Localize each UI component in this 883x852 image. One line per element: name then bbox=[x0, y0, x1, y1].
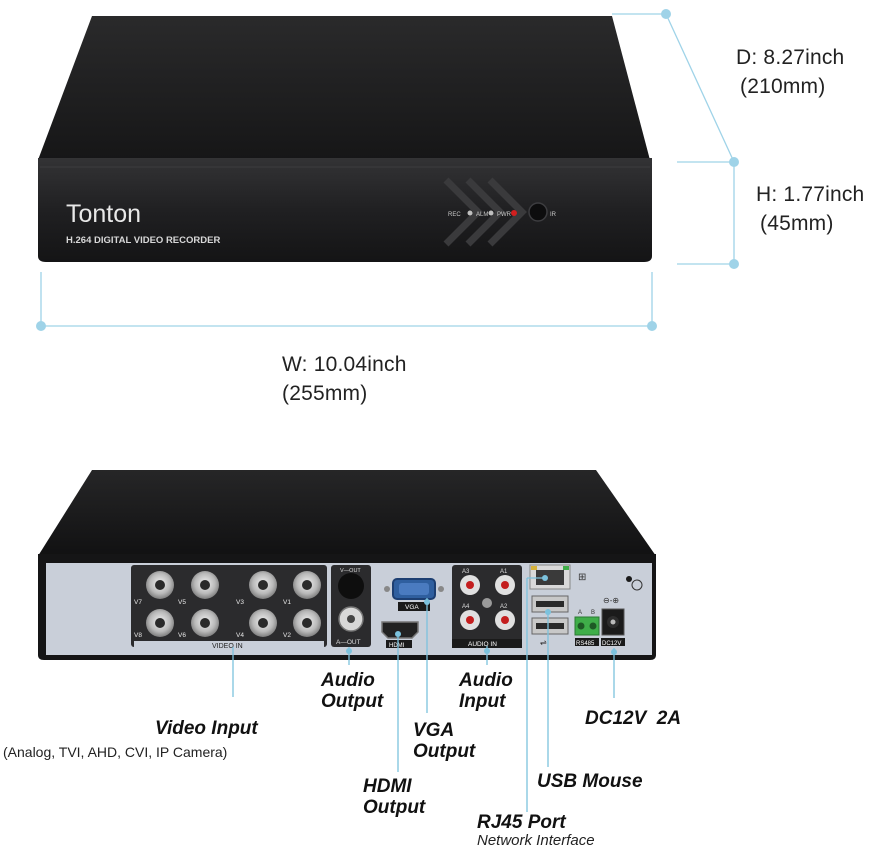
callout-usb-mouse: USB Mouse bbox=[537, 771, 643, 792]
height-label: H: 1.77inch (45mm) bbox=[756, 183, 865, 235]
video-in-label: VIDEO IN bbox=[212, 643, 243, 650]
rear-top-surface bbox=[38, 470, 656, 556]
front-brand: Tonton bbox=[66, 200, 141, 228]
rs485-label: RS485 bbox=[576, 641, 595, 647]
ch-label-v4: V4 bbox=[236, 632, 244, 639]
vga-label: VGA bbox=[405, 604, 419, 611]
pwr-led bbox=[511, 210, 517, 216]
width-label: W: 10.04inch (255mm) bbox=[282, 353, 407, 405]
aout-label: A—OUT bbox=[336, 639, 361, 646]
hdmi-label: HDMI bbox=[389, 643, 405, 649]
dimension-lines bbox=[36, 9, 739, 331]
callout-video-input-sub: (Analog, TVI, AHD, CVI, IP Camera) bbox=[3, 744, 228, 760]
front-model: H.264 DIGITAL VIDEO RECORDER bbox=[66, 235, 220, 246]
ch-label-v1: V1 bbox=[283, 599, 291, 606]
ground-screw bbox=[626, 576, 632, 582]
ach-label-a1: A1 bbox=[500, 569, 508, 575]
rec-label: REC bbox=[448, 212, 461, 218]
ir-label: IR bbox=[550, 212, 557, 218]
alm-label: ALM bbox=[476, 212, 488, 218]
ir-sensor bbox=[528, 202, 548, 222]
ch-label-v3: V3 bbox=[236, 599, 244, 606]
callout-audio-input: Audio Input bbox=[459, 670, 513, 712]
rs485-b-label: B bbox=[591, 610, 595, 616]
rs485-terminal bbox=[574, 616, 600, 636]
front-top-surface bbox=[38, 16, 650, 160]
depth-label: D: 8.27inch (210mm) bbox=[736, 46, 845, 98]
ch-label-v6: V6 bbox=[178, 632, 186, 639]
callout-vga-output: VGA Output bbox=[413, 720, 476, 762]
network-icon: ⊞ bbox=[578, 572, 586, 583]
callout-audio-output: Audio Output bbox=[321, 670, 384, 712]
callout-hdmi-output: HDMI Output bbox=[363, 776, 426, 818]
ach-label-a3: A3 bbox=[462, 569, 470, 575]
pwr-label: PWR bbox=[497, 212, 512, 218]
callout-rj45-sub: Network Interface bbox=[477, 832, 595, 849]
video-in-block bbox=[131, 565, 327, 647]
hdmi-port bbox=[381, 621, 419, 639]
rs485-a-label: A bbox=[578, 610, 582, 616]
dvr-front-image: Tonton H.264 DIGITAL VIDEO RECORDER REC … bbox=[36, 9, 739, 331]
rec-led bbox=[467, 210, 473, 216]
dvr-rear-image: V7 V5 V3 V1 V8 V6 V4 V2 VIDEO IN V—OUT A… bbox=[38, 470, 656, 812]
callout-rj45: RJ45 Port bbox=[477, 812, 566, 833]
alm-led bbox=[488, 210, 494, 216]
ch-label-v5: V5 bbox=[178, 599, 186, 606]
ach-label-a4: A4 bbox=[462, 604, 470, 610]
callout-lines bbox=[232, 575, 617, 812]
front-chevron-decor bbox=[443, 177, 483, 247]
dc12v-label: DC12V bbox=[602, 641, 621, 647]
vout-label: V—OUT bbox=[340, 568, 361, 574]
callout-dc: DC12V 2A bbox=[585, 708, 682, 729]
dc-polarity-icon: ⊖-⊕ bbox=[603, 596, 619, 605]
audio-in-label: AUDIO IN bbox=[468, 641, 497, 648]
ch-label-v2: V2 bbox=[283, 632, 291, 639]
callout-video-input: Video Input bbox=[155, 718, 258, 739]
bnc-connectors bbox=[146, 571, 321, 637]
ground-icon bbox=[631, 579, 643, 591]
usb-symbol: ⇌ bbox=[540, 638, 547, 647]
ch-label-v8: V8 bbox=[134, 632, 142, 639]
ch-label-v7: V7 bbox=[134, 599, 142, 606]
ach-label-a2: A2 bbox=[500, 604, 508, 610]
